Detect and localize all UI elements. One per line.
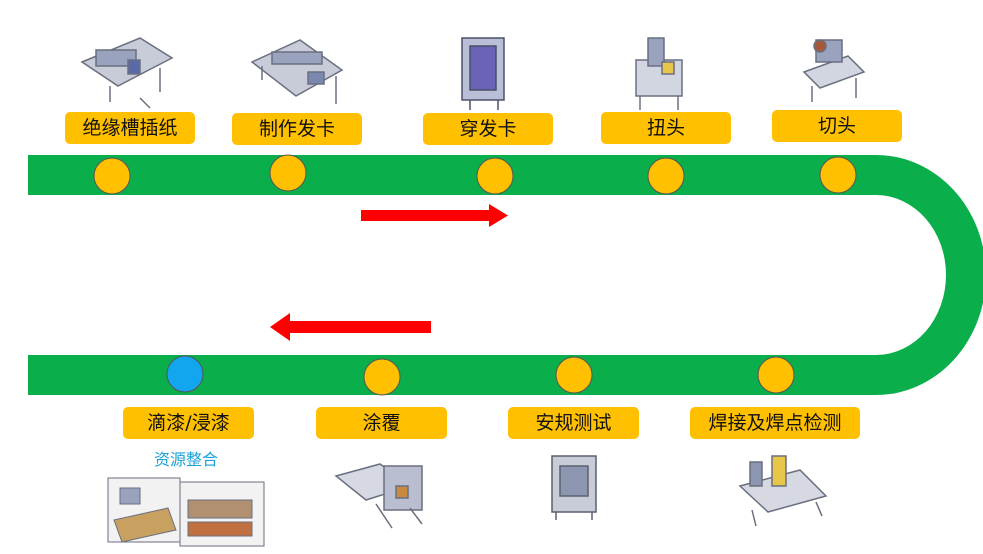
machine-illustration xyxy=(80,37,174,109)
flow-arrow-right xyxy=(361,204,508,227)
station-label-hairpin-making: 制作发卡 xyxy=(232,113,362,145)
machine-illustration xyxy=(738,455,828,527)
station-label-cutting: 切头 xyxy=(772,110,902,142)
station-dot xyxy=(819,156,857,194)
station-dot xyxy=(363,358,401,396)
station-dot xyxy=(93,157,131,195)
machine-illustration xyxy=(802,39,866,102)
station-label-welding-inspection: 焊接及焊点检测 xyxy=(690,407,860,439)
machine-illustration xyxy=(551,455,597,520)
station-label-insulation-paper: 绝缘槽插纸 xyxy=(65,112,195,144)
station-label-hairpin-insertion: 穿发卡 xyxy=(423,113,553,145)
resource-integration-note: 资源整合 xyxy=(154,450,219,469)
station-label-varnish: 滴漆/浸漆 xyxy=(123,407,254,439)
station-label-safety-test: 安规测试 xyxy=(508,407,639,439)
machine-illustration xyxy=(334,463,423,529)
station-label-twisting: 扭头 xyxy=(601,112,731,144)
machine-illustration xyxy=(635,37,683,110)
station-dot xyxy=(555,356,593,394)
station-dot-special xyxy=(166,355,204,393)
station-dot xyxy=(269,154,307,192)
flow-arrow-left xyxy=(270,313,431,341)
machine-illustration xyxy=(250,39,344,104)
station-dot xyxy=(757,356,795,394)
machine-illustration xyxy=(461,37,505,110)
machine-illustration xyxy=(107,477,265,547)
station-dot xyxy=(476,157,514,195)
station-label-coating: 涂覆 xyxy=(316,407,447,439)
station-dot xyxy=(647,157,685,195)
